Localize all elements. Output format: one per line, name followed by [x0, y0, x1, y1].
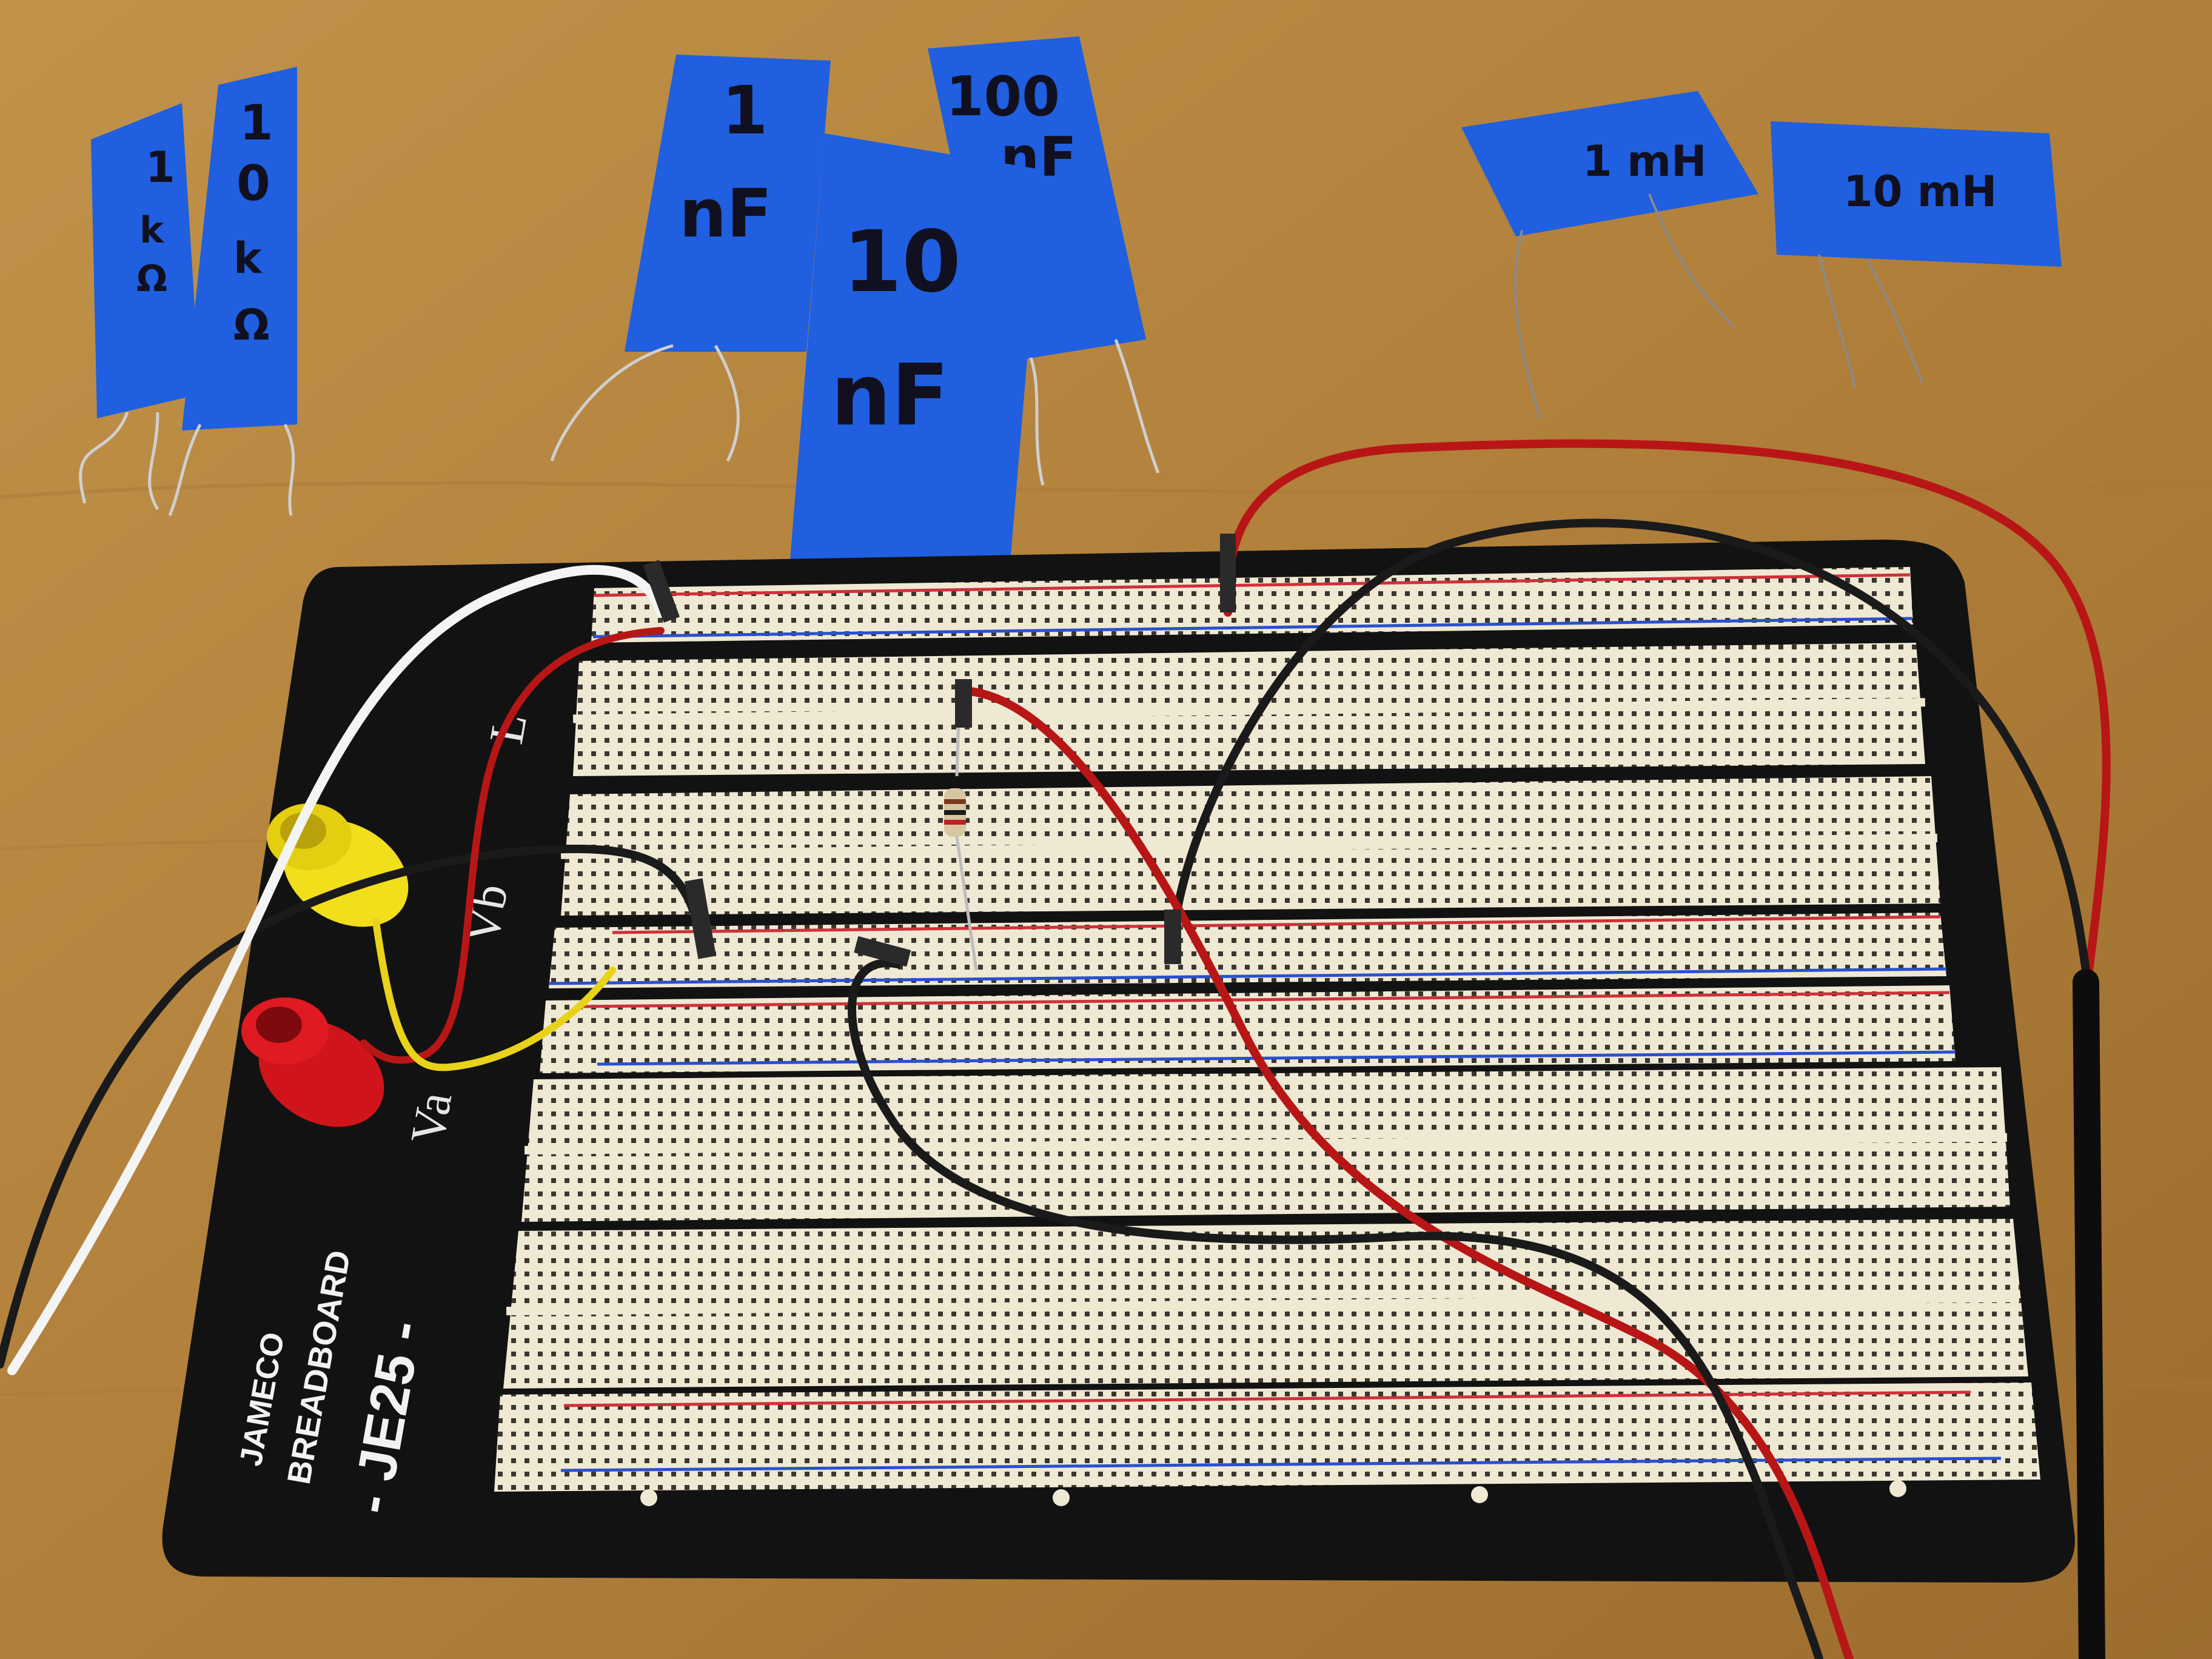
tape-text-r1-2: Ω	[136, 258, 167, 300]
tape-label-1nF: 1 nF	[550, 55, 831, 462]
power-rail-bottom	[494, 1382, 2040, 1492]
tape-label-10mH: 10 mH	[1771, 121, 2062, 389]
tape-text-r2-1: 0	[236, 155, 270, 212]
tape-label-10nF: 10 nF	[788, 133, 1043, 674]
tape-label-1mH: 1 mH	[1461, 91, 1758, 419]
tape-text-r2-2: k	[233, 233, 263, 283]
tape-label-1k: 1 k Ω	[79, 103, 200, 511]
tape-text-l1: 1 mH	[1583, 136, 1707, 186]
black-wire-lower	[848, 959, 1823, 1659]
tape-text-c1-1: nF	[679, 175, 772, 252]
tape-text-r1-0: 1	[146, 142, 175, 192]
black-wire-long	[1168, 518, 2090, 974]
resistor	[944, 697, 978, 971]
wires	[0, 439, 2111, 1659]
yellow-wire	[372, 918, 616, 1071]
red-wire-top	[1223, 439, 2111, 999]
tape-text-c10-0: 10	[843, 213, 961, 312]
component-labels: 1 k Ω 1 0 k Ω 1 nF 100 nF	[79, 36, 2062, 674]
tape-text-r2-0: 1	[240, 95, 273, 151]
tape-text-r2-3: Ω	[233, 300, 270, 350]
red-binding-post	[241, 997, 384, 1127]
tape-text-c10-1: nF	[831, 346, 949, 445]
rail-label-va: Va	[401, 1088, 462, 1148]
tape-label-10k: 1 0 k Ω	[168, 67, 297, 516]
tape-text-c100-0: 100	[946, 65, 1060, 129]
probe-cable	[2073, 969, 2105, 1659]
tape-text-l10: 10 mH	[1843, 167, 1997, 216]
red-wire-diagonal	[966, 687, 1854, 1659]
power-rail-mid-1	[549, 913, 1946, 988]
red-wire-left	[360, 627, 665, 1064]
board-feet	[640, 1480, 1906, 1506]
white-wire	[7, 565, 666, 1375]
black-wire-left	[0, 844, 708, 1369]
tape-text-c1-0: 1	[722, 72, 768, 149]
breadboard	[494, 567, 2040, 1492]
tape-text-r1-1: k	[139, 209, 165, 252]
power-rail-mid-2	[540, 985, 1956, 1073]
